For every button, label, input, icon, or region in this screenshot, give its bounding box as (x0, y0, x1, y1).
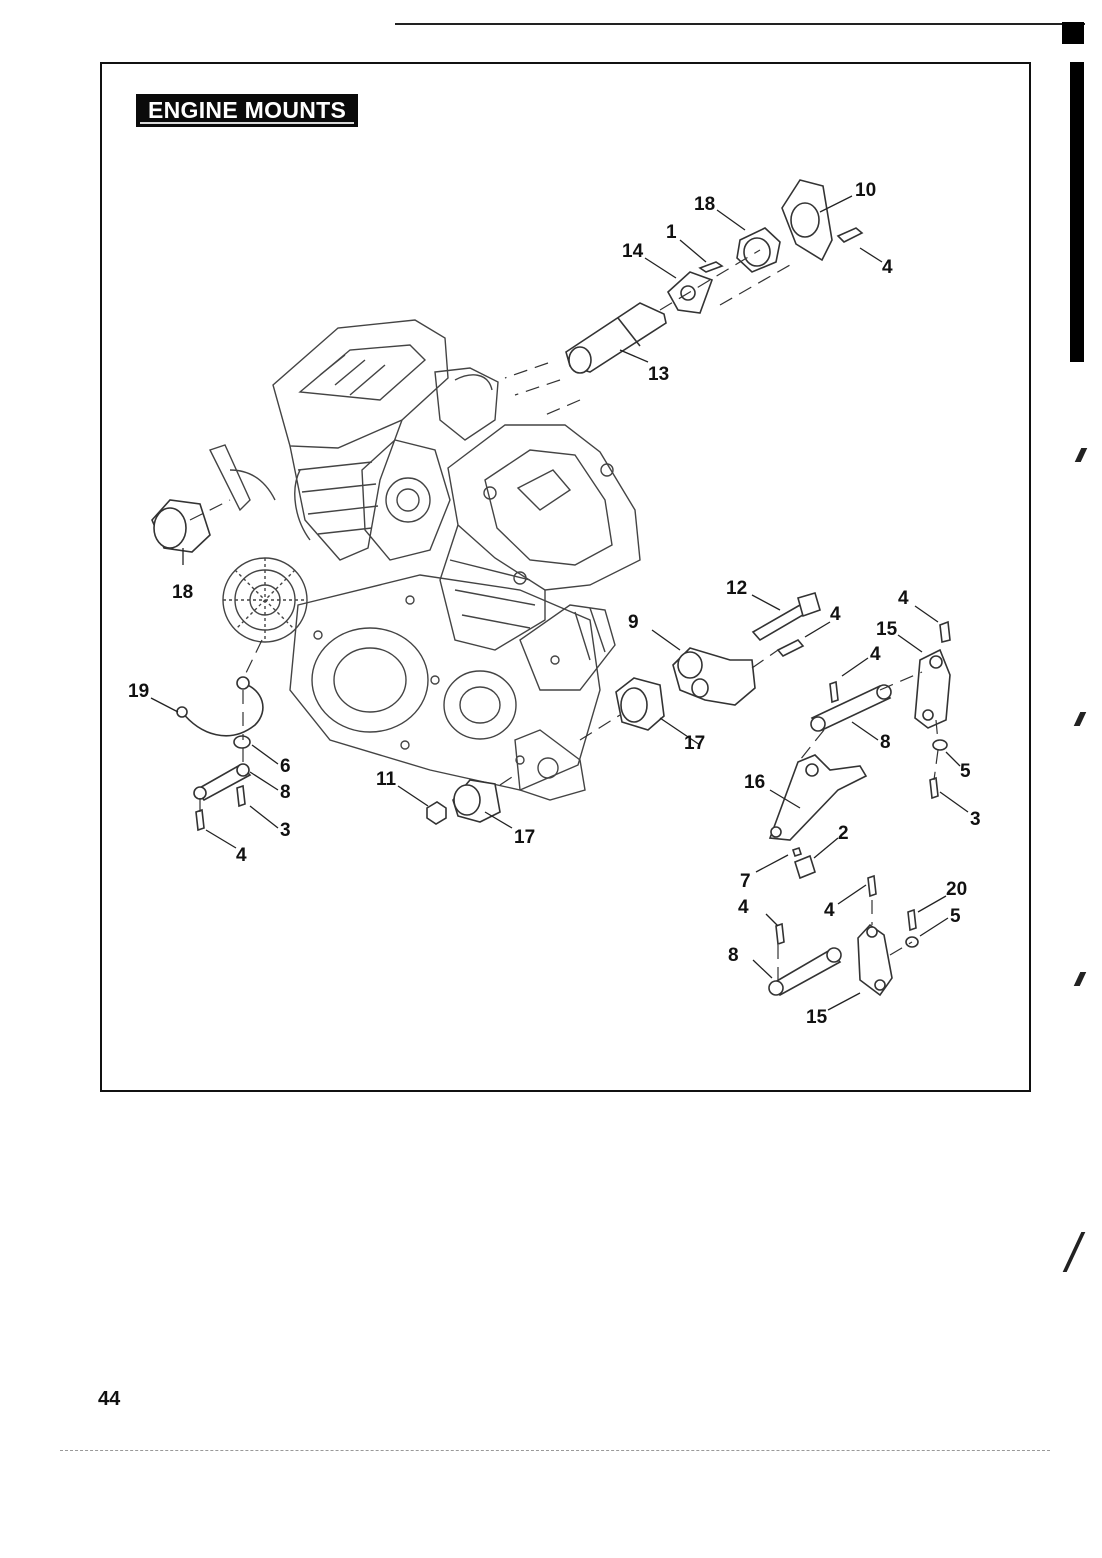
part-16-bracket (768, 754, 868, 841)
part-15-bracket-upper (914, 648, 951, 729)
part-12-bolt (751, 604, 810, 642)
rear-rocker-cover (447, 424, 641, 591)
diagram-frame: ENGINE MOUNTS (100, 62, 1031, 1092)
callout-19: 19 (128, 681, 149, 702)
callout-4: 4 (824, 900, 835, 921)
callout-17: 17 (684, 733, 705, 754)
part-19-ground-strap (181, 683, 264, 737)
callout-4: 4 (882, 257, 893, 278)
callout-8: 8 (728, 945, 739, 966)
part-15-bracket-lower (857, 923, 893, 997)
callout-labels: 10 18 1 14 4 13 18 12 9 4 4 15 4 19 8 17… (128, 180, 981, 1028)
callout-15: 15 (806, 1007, 828, 1028)
primary-cover (289, 574, 601, 791)
callout-10: 10 (855, 180, 876, 201)
callout-8: 8 (880, 732, 891, 753)
callout-15: 15 (876, 619, 898, 640)
callout-4: 4 (898, 588, 909, 609)
callout-4: 4 (236, 845, 247, 866)
mount-parts (151, 179, 951, 997)
scan-edge-top (1062, 22, 1084, 44)
callout-20: 20 (946, 879, 967, 900)
bottom-rule (60, 1450, 1050, 1452)
callout-16: 16 (744, 772, 765, 793)
part-4-screw-top (836, 227, 864, 243)
callout-4: 4 (830, 604, 841, 625)
front-rocker-cover (272, 319, 449, 449)
callout-18: 18 (172, 582, 193, 603)
callout-9: 9 (628, 612, 639, 633)
callout-7: 7 (740, 871, 751, 892)
callout-3: 3 (280, 820, 291, 841)
callout-1: 1 (666, 222, 677, 243)
starter-motor (519, 604, 616, 691)
part-1-screw (698, 261, 724, 273)
callout-17: 17 (514, 827, 535, 848)
callout-14: 14 (622, 241, 644, 262)
callout-3: 3 (970, 809, 981, 830)
top-rule (395, 23, 1085, 25)
callout-12: 12 (726, 578, 747, 599)
part-11-nut (426, 801, 447, 825)
callout-13: 13 (648, 364, 669, 385)
callout-4: 4 (870, 644, 881, 665)
callout-8: 8 (280, 782, 291, 803)
page-number: 44 (98, 1388, 121, 1410)
callout-11: 11 (376, 769, 397, 790)
carburetor (361, 439, 451, 561)
callout-5: 5 (950, 906, 961, 927)
callout-18: 18 (694, 194, 715, 215)
leader-lines (150, 195, 969, 1011)
callout-4: 4 (738, 897, 749, 918)
part-6-washer (233, 735, 251, 749)
callout-6: 6 (280, 756, 291, 777)
section-title: ENGINE MOUNTS (136, 94, 359, 127)
engine-illustration (209, 319, 641, 801)
callout-5: 5 (960, 761, 971, 782)
callout-2: 2 (838, 823, 849, 844)
scan-edge-mid (1070, 62, 1084, 362)
assembly-lines (189, 249, 939, 985)
